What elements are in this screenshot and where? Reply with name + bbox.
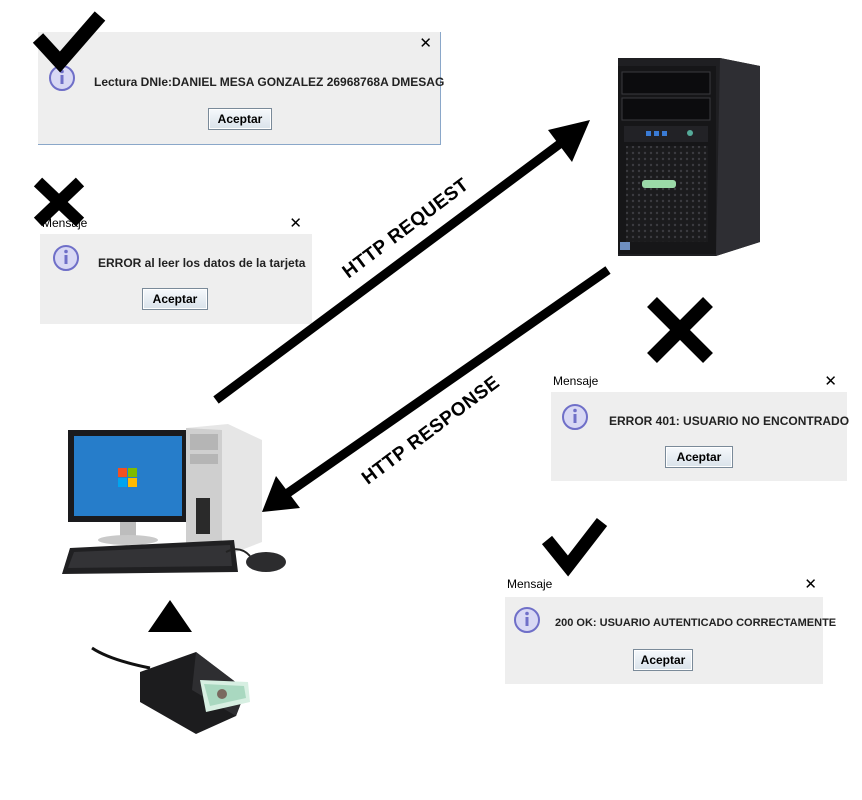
checkmark-icon (32, 11, 106, 73)
dialog-card-error: Mensaje ✕ ERROR al leer los datos de la … (40, 212, 312, 324)
dialog-title-bar (551, 370, 847, 392)
card-reader-icon (91, 646, 250, 734)
close-icon[interactable]: ✕ (824, 373, 837, 390)
dialog-message: ERROR 401: USUARIO NO ENCONTRADO (609, 414, 850, 428)
dialog-title-bar (40, 212, 312, 234)
dialog-message: Lectura DNIe:DANIEL MESA GONZALEZ 269687… (94, 75, 445, 89)
dialog-message: 200 OK: USUARIO AUTENTICADO CORRECTAMENT… (555, 617, 837, 629)
dialog-message: ERROR al leer los datos de la tarjeta (98, 256, 306, 270)
close-icon[interactable]: ✕ (419, 35, 432, 52)
accept-button[interactable]: Aceptar (665, 446, 733, 468)
dialog-title: Mensaje (507, 577, 553, 591)
info-icon (562, 404, 588, 430)
close-icon[interactable]: ✕ (289, 215, 302, 232)
info-icon (514, 607, 540, 633)
dialog-title: Mensaje (553, 374, 599, 388)
accept-button[interactable]: Aceptar (142, 288, 208, 310)
up-arrow-icon (148, 600, 192, 632)
dialog-dni-read: ✕ Lectura DNIe:DANIEL MESA GONZALEZ 2696… (38, 32, 445, 145)
accept-button[interactable]: Aceptar (633, 649, 693, 671)
checkmark-icon (541, 518, 608, 577)
request-arrow (213, 120, 590, 404)
accept-button[interactable]: Aceptar (208, 108, 272, 130)
cross-icon (33, 177, 85, 227)
dialog-auth-ok: Mensaje ✕ 200 OK: USUARIO AUTENTICADO CO… (505, 573, 836, 684)
dialog-user-not-found: Mensaje ✕ ERROR 401: USUARIO NO ENCONTRA… (551, 370, 850, 481)
dialog-title-bar (505, 573, 823, 597)
info-icon (53, 245, 79, 271)
desktop-pc-icon (62, 424, 286, 574)
server-tower-icon (618, 58, 760, 256)
close-icon[interactable]: ✕ (804, 576, 817, 593)
cross-icon (647, 297, 713, 363)
response-arrow (262, 266, 611, 512)
